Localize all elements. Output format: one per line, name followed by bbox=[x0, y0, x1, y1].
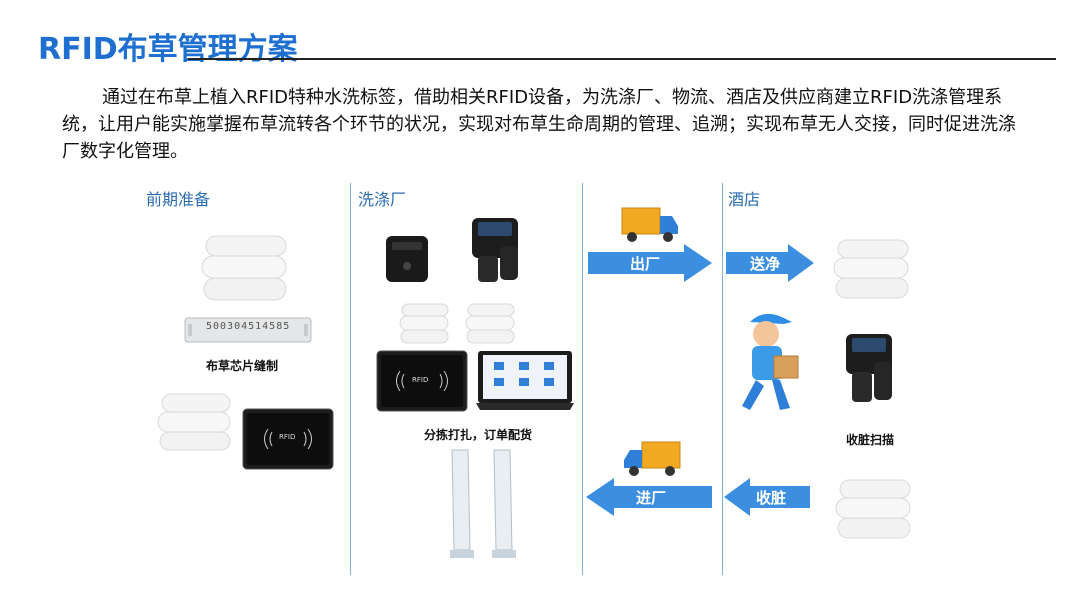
intro-paragraph: 通过在布草上植入RFID特种水洗标签，借助相关RFID设备，为洗涤厂、物流、酒店… bbox=[62, 84, 1020, 165]
arrow-label-out-factory: 出厂 bbox=[630, 255, 661, 273]
rfid-reader-pad-icon bbox=[242, 408, 334, 470]
rfid-gate-icon bbox=[450, 449, 516, 558]
section-hotel-label: 酒店 bbox=[728, 190, 761, 209]
caption-chip-sewing: 布草芯片缝制 bbox=[206, 359, 279, 373]
washable-tag-icon bbox=[184, 317, 312, 343]
reader-label: RFID bbox=[279, 433, 296, 441]
page-title: RFID布草管理方案 bbox=[38, 32, 298, 67]
towel-stack-icon bbox=[201, 235, 287, 301]
caption-dirty-scan: 收脏扫描 bbox=[846, 433, 895, 447]
rfid-reader-pad-icon bbox=[376, 350, 468, 412]
divider-1 bbox=[350, 183, 351, 575]
caption-sorting: 分拣打扎，订单配货 bbox=[424, 428, 533, 442]
arrow-in-factory bbox=[586, 478, 712, 516]
towel-stack-icon bbox=[157, 393, 231, 451]
arrow-label-in-factory: 进厂 bbox=[636, 489, 667, 507]
arrow-send-clean bbox=[726, 244, 814, 282]
arrow-out-factory bbox=[588, 244, 712, 282]
handheld-scanner-icon bbox=[846, 334, 892, 402]
towel-stack-icon bbox=[399, 303, 449, 344]
towel-stack-icon bbox=[465, 303, 515, 344]
section-laundry-label: 洗涤厂 bbox=[358, 190, 407, 209]
handheld-scanner-icon bbox=[472, 218, 518, 282]
title-underline bbox=[188, 58, 1056, 60]
towel-stack-icon bbox=[835, 479, 911, 539]
truck-icon bbox=[624, 441, 681, 476]
section-prep-label: 前期准备 bbox=[146, 190, 211, 209]
truck-icon bbox=[621, 207, 678, 242]
divider-3 bbox=[722, 183, 723, 575]
printer-icon bbox=[386, 236, 428, 282]
intro-text: 通过在布草上植入RFID特种水洗标签，借助相关RFID设备，为洗涤厂、物流、酒店… bbox=[62, 87, 1016, 162]
towel-stack-icon bbox=[833, 239, 909, 299]
divider-2 bbox=[582, 183, 583, 575]
delivery-worker-icon bbox=[742, 313, 799, 410]
arrow-label-send-clean: 送净 bbox=[750, 255, 781, 273]
reader-label: RFID bbox=[412, 376, 429, 384]
tag-serial: 500304514585 bbox=[206, 321, 291, 332]
arrow-label-collect-dirty: 收脏 bbox=[756, 489, 787, 507]
arrow-collect-dirty bbox=[724, 478, 810, 516]
tablet-terminal-icon bbox=[476, 351, 574, 410]
